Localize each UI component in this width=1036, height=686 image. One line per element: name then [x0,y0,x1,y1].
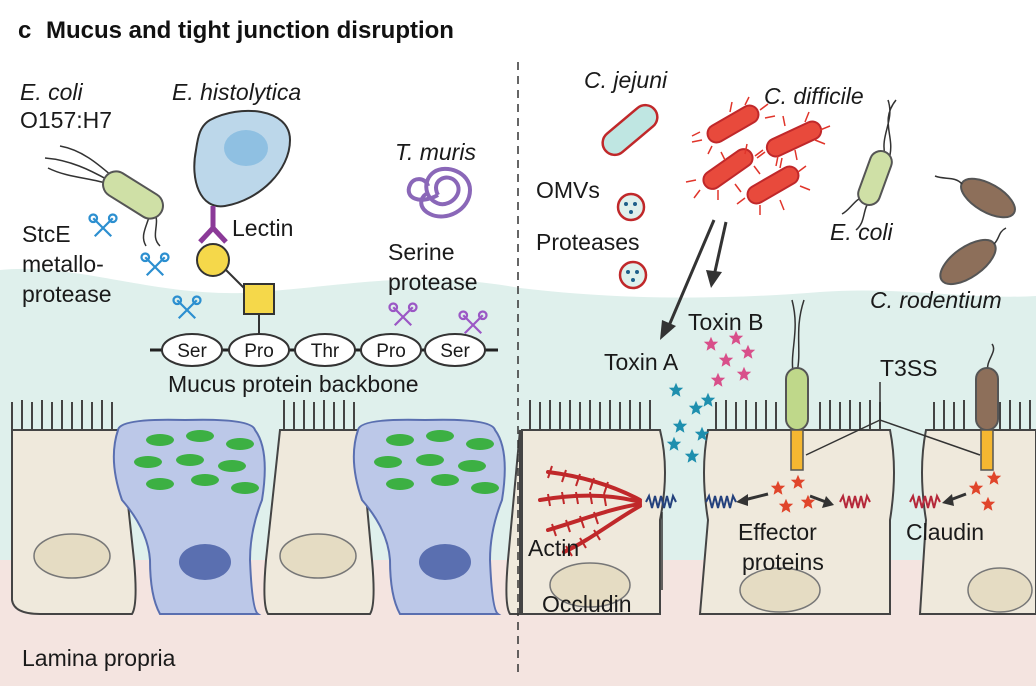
scissors-icon [140,252,170,277]
goblet-nucleus [419,544,471,580]
crodentium-attached [975,343,999,471]
cell-nucleus [739,567,821,613]
epithelial-cell [505,429,521,615]
goblet-nucleus [179,544,231,580]
label-occludin: Occludin [542,591,631,617]
mucus-granules [134,430,499,494]
label-ecoli-o157-serotype: O157:H7 [20,107,112,133]
label-protease: protease [22,281,112,307]
epithelial-cell [521,429,666,615]
occludin-helix [705,493,737,509]
amino-acid-pro [360,333,422,367]
microvilli-border [11,400,355,430]
t3ss-pointer [805,382,981,456]
effector-arrowhead [822,496,834,508]
label-claudin: Claudin [906,519,984,545]
vesicle-contents [624,202,639,282]
amino-acid-label: Ser [440,341,470,362]
actin-filaments [538,470,642,554]
toxin-arrowhead [660,320,676,340]
label-toxin-a: Toxin A [604,349,679,375]
label-proteases: Proteases [536,229,640,255]
toxin-arrow [712,221,728,277]
cell-nucleus [967,567,1033,613]
toxin-arrow [666,219,716,329]
label-toxin-b: Toxin B [688,309,763,335]
label-tmuris: T. muris [395,139,476,165]
amino-acid-label: Pro [376,341,406,362]
ehistolytica-nucleus [224,130,268,166]
label-actin: Actin [528,535,579,561]
tmuris-worm [406,166,473,219]
label-metallo: metallo- [22,251,104,277]
label-stce: StcE [22,221,71,247]
label-t3ss: T3SS [880,355,938,381]
cell-nucleus [549,562,631,608]
label-serine-protease: protease [388,269,478,295]
effector-arrow [809,494,827,504]
panel-title: Mucus and tight junction disruption [46,17,454,44]
label-omvs: OMVs [536,177,600,203]
panel-letter: c [18,17,31,44]
microvilli-border [529,400,1031,430]
label-cdifficile: C. difficile [764,83,864,109]
left-epithelium [11,400,521,615]
label-cjejuni: C. jejuni [584,67,668,93]
scissors-icon [88,213,118,238]
effector-arrowhead [942,494,954,506]
ecoli-attached [785,299,809,471]
ecoli-o157-bacterium [44,145,164,247]
label-lectin: Lectin [232,215,293,241]
protease-vesicle [618,260,648,290]
right-epithelium [521,400,1036,615]
glycan-square [243,283,275,315]
label-ehistolytica: E. histolytica [172,79,301,105]
effector-arrowhead [736,494,748,506]
amino-acid-label: Thr [311,341,340,362]
amino-acid-label: Ser [177,341,207,362]
occludin-helix [645,493,677,509]
cjejuni-bacterium [601,103,659,157]
label-backbone: Mucus protein backbone [168,371,419,397]
actin-spikes [547,465,609,557]
amino-acid-ser [161,333,223,367]
amino-acid-chain: Ser Pro Thr Pro Ser [161,333,486,367]
claudin-helix [909,493,941,509]
amino-acid-pro [228,333,290,367]
cell-nucleus [33,533,111,579]
cell-nucleus [279,533,357,579]
label-ecoli-o157: E. coli [20,79,84,105]
glycan-link [225,269,245,289]
ecoli-bacterium [841,99,897,231]
label-crodentium: C. rodentium [870,287,1002,313]
lectin-receptor [198,206,228,244]
label-lamina-propria: Lamina propria [22,645,176,671]
omv-vesicle [616,192,646,222]
amino-acid-label: Pro [244,341,274,362]
glycan-circle [196,243,230,277]
cdifficile-cluster [702,104,823,205]
cdifficile-flagella [685,96,831,215]
amino-acid-ser [424,333,486,367]
label-effector: Effector [738,519,817,545]
crodentium-bacteria [934,175,1016,286]
label-serine: Serine [388,239,454,265]
toxin-arrowhead [706,270,722,288]
amino-acid-thr [294,333,356,367]
epithelial-cell [698,429,895,615]
claudin-helix [839,493,871,509]
label-proteins: proteins [742,549,824,575]
